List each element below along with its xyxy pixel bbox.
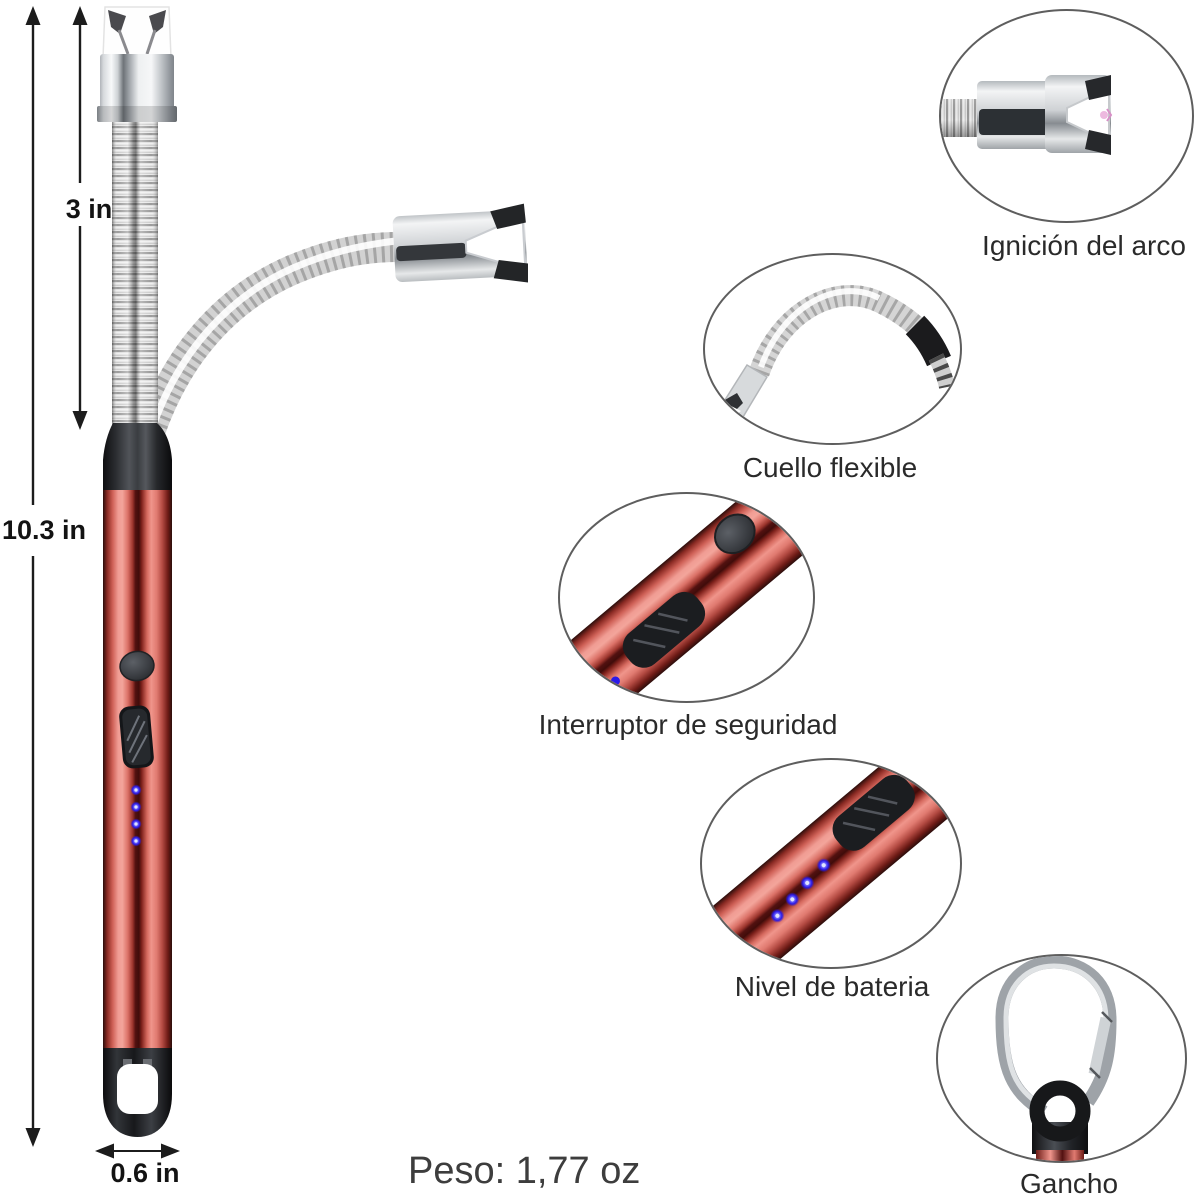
weight-label: Peso: 1,77 oz <box>408 1150 641 1192</box>
callout-safety-switch-label: Interruptor de seguridad <box>538 709 838 740</box>
callout-arc-ignition-label: Ignición del arco <box>982 230 1186 261</box>
flexible-neck-bent <box>135 232 399 438</box>
hanging-hole <box>117 1064 158 1114</box>
carabiner <box>995 956 1117 1118</box>
neck-tip-head <box>713 363 769 431</box>
battery-level-detail <box>702 760 960 967</box>
safety-switch-detail <box>560 494 813 701</box>
flexible-neck-detail <box>713 285 955 431</box>
ignition-button <box>119 650 155 682</box>
ignition-button-zoom <box>714 513 756 555</box>
callout-battery-level-label: Nivel de bateria <box>734 971 930 1002</box>
electrode-prongs <box>108 10 166 55</box>
spark-arc <box>1100 111 1108 119</box>
total-length-label: 10.3 in <box>1 515 87 545</box>
neck-length-label: 3 in <box>65 194 113 224</box>
battery-leds-zoom <box>770 858 831 923</box>
arc-ignition-detail <box>941 75 1113 155</box>
callout-hook <box>936 954 1187 1163</box>
safety-switch <box>119 705 154 769</box>
battery-leds <box>130 784 142 847</box>
hook-detail <box>995 956 1117 1161</box>
callout-flexible-neck-label: Cuello flexible <box>742 452 918 483</box>
width-label: 0.6 in <box>110 1158 180 1188</box>
callout-arc-ignition <box>939 9 1194 223</box>
bent-neck-head <box>392 203 529 283</box>
flexible-neck-straight <box>112 118 158 428</box>
hanging-loop <box>1029 1080 1091 1142</box>
callout-hook-label: Gancho <box>1019 1168 1119 1199</box>
callout-safety-switch <box>558 492 815 703</box>
callout-battery-level <box>700 758 962 969</box>
bottom-cap <box>103 1048 172 1137</box>
body-red-zoom <box>1036 1150 1084 1161</box>
ignition-head <box>97 6 177 122</box>
lighter-body <box>103 490 172 1052</box>
neck-collar <box>103 423 172 492</box>
dimension-arrows <box>25 6 180 1159</box>
callout-flexible-neck <box>703 253 962 445</box>
